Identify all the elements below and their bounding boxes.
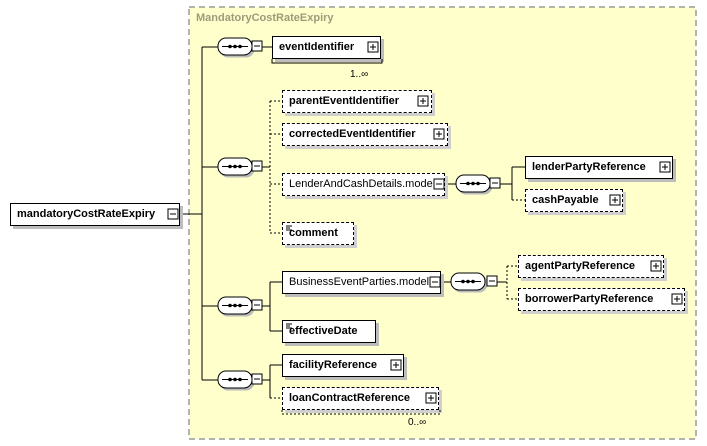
group-frame (188, 6, 697, 440)
corrected-event-identifier-label: correctedEventIdentifier (289, 128, 416, 140)
facility-reference-label: facilityReference (289, 359, 378, 371)
parent-event-identifier-label: parentEventIdentifier (289, 95, 400, 107)
event-identifier-label: eventIdentifier (279, 41, 355, 53)
element-corrected-event-identifier[interactable]: correctedEventIdentifier (282, 123, 448, 146)
element-cash-payable[interactable]: cashPayable (525, 189, 623, 212)
group-business-event-parties[interactable]: BusinessEventParties.model (282, 271, 441, 294)
element-lender-party-reference[interactable]: lenderPartyReference (525, 156, 673, 179)
loan-contract-reference-cardinality: 0..∞ (408, 417, 427, 428)
business-event-parties-label: BusinessEventParties.model (289, 276, 430, 288)
element-borrower-party-reference[interactable]: borrowerPartyReference (518, 288, 685, 311)
borrower-party-reference-label: borrowerPartyReference (525, 293, 654, 305)
group-title: MandatoryCostRateExpiry (196, 12, 334, 24)
element-parent-event-identifier[interactable]: parentEventIdentifier (282, 90, 432, 113)
lender-party-reference-label: lenderPartyReference (532, 161, 646, 173)
sequence-compositor-2 (217, 157, 263, 176)
cash-payable-label: cashPayable (532, 194, 599, 206)
element-agent-party-reference[interactable]: agentPartyReference (518, 255, 664, 278)
loan-contract-reference-label: loanContractReference (289, 392, 411, 404)
root-element-box[interactable]: mandatoryCostRateExpiry (10, 203, 180, 226)
element-event-identifier[interactable]: eventIdentifier (272, 36, 381, 59)
element-facility-reference[interactable]: facilityReference (282, 354, 404, 377)
group-lender-and-cash-details[interactable]: LenderAndCashDetails.model (282, 173, 445, 196)
element-comment[interactable]: comment (282, 222, 354, 245)
lender-and-cash-details-label: LenderAndCashDetails.model (289, 178, 436, 190)
sequence-compositor-4 (217, 370, 263, 389)
sequence-compositor-business (450, 272, 498, 291)
agent-party-reference-label: agentPartyReference (525, 260, 636, 272)
sequence-compositor-1 (217, 37, 263, 56)
root-element-label: mandatoryCostRateExpiry (17, 208, 156, 220)
event-identifier-cardinality: 1..∞ (350, 69, 369, 80)
sequence-compositor-lender (455, 174, 501, 193)
comment-label: comment (289, 227, 338, 239)
effective-date-label: effectiveDate (289, 325, 358, 337)
sequence-compositor-3 (217, 296, 263, 315)
element-effective-date[interactable]: effectiveDate (282, 320, 376, 343)
element-loan-contract-reference[interactable]: loanContractReference (282, 387, 439, 410)
